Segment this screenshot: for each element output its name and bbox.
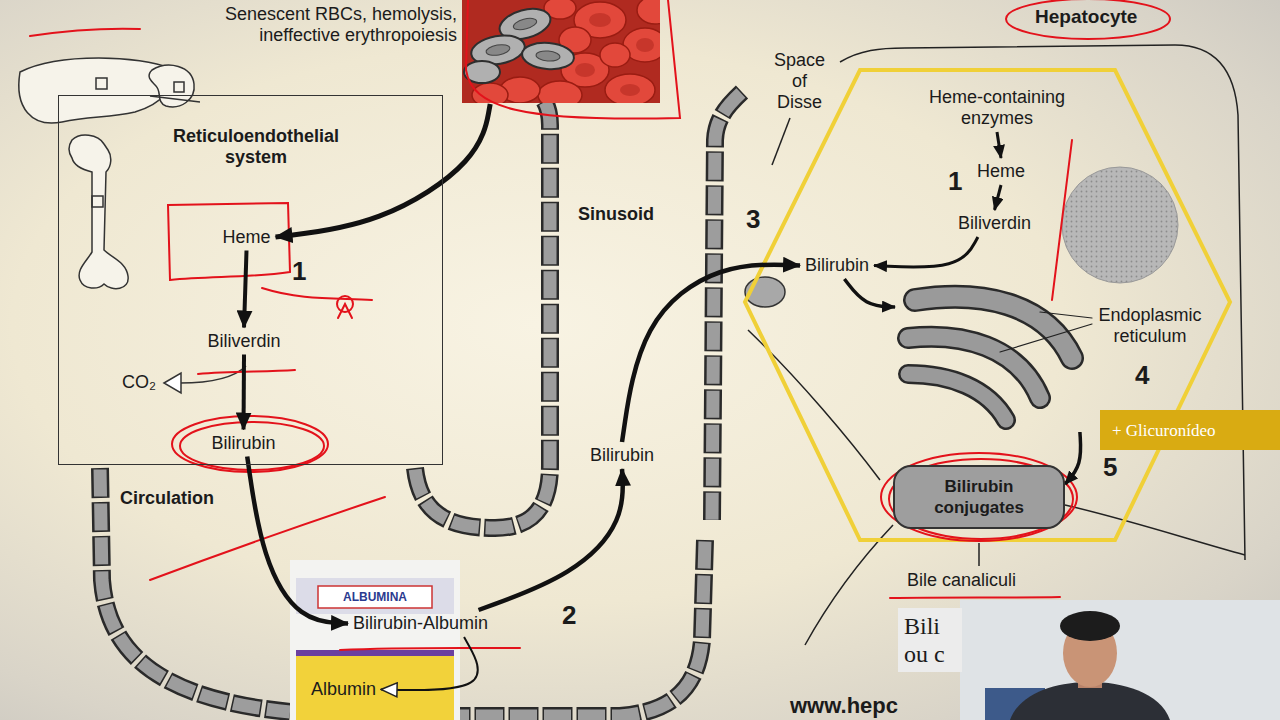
callout-number: 4 [1135, 360, 1149, 390]
flow-arrow [242, 355, 247, 430]
callout-number: 1 [292, 256, 306, 286]
node-heading: Endoplasmic reticulum [1095, 305, 1205, 347]
flow-arrow [381, 637, 478, 690]
flow-arrow [995, 185, 1001, 210]
nucleus [1062, 167, 1178, 283]
node-text: Albumin [311, 679, 376, 700]
pen-annotations [30, 0, 1170, 650]
organ-icons [19, 58, 200, 289]
flow-arrow [479, 469, 623, 610]
structure-label: Bile canaliculi [907, 570, 1016, 591]
flow-arrow [244, 251, 246, 328]
pathway-step: Bilirubin [585, 442, 659, 469]
albumin-photo [290, 560, 460, 720]
by-product-label: CO₂ [122, 372, 156, 393]
node-heading: Reticuloendothelial system [141, 126, 371, 168]
er-membranes [908, 297, 1092, 420]
flow-arrow [874, 237, 978, 267]
flow-arrow [1065, 432, 1081, 484]
node-heading: Hepatocyte [1035, 6, 1280, 27]
region-label: Space of Disse [772, 50, 827, 113]
watermark: www.hepc [790, 694, 898, 718]
flow-arrow [844, 279, 895, 307]
node-heading: Bilirubin conjugates [903, 476, 1055, 518]
callout-number: 5 [1103, 452, 1117, 482]
cell-region: HepatocyteHeme-containing enzymesHemeBil… [745, 0, 1280, 560]
section-label: Circulation [120, 488, 214, 509]
source-label: Senescent RBCs, hemolysis, ineffective e… [205, 0, 665, 104]
node-text: Biliverdin [208, 331, 281, 352]
annotation-banner: + Glicuronídeo [1100, 410, 1280, 450]
pathway-step: Biliverdin [203, 328, 286, 355]
pathway-step: Bilirubin-Albumin [348, 610, 493, 637]
conjugate-blob: Bilirubin conjugates [893, 465, 1065, 529]
section-label: Sinusoid [578, 204, 654, 225]
node-text: Bilirubin [590, 445, 654, 466]
pathway-step: Heme-containing enzymes [912, 84, 1082, 132]
package-label: ALBUMINA [325, 589, 425, 605]
pathway-step: Bilirubin [207, 430, 281, 457]
rbc-photo [462, 0, 660, 103]
pathway-step: Heme [218, 224, 276, 251]
node-text: Heme-containing enzymes [917, 87, 1077, 129]
albumin-label: Albumin [306, 676, 381, 703]
pathway-step: Heme [972, 158, 1030, 185]
hepatocyte-outline [748, 45, 1245, 645]
node-text: Heme [977, 161, 1025, 182]
node-heading: + Glicuronídeo [1112, 420, 1216, 441]
node-text: Biliverdin [958, 213, 1031, 234]
webcam-picture [960, 600, 1280, 720]
callout-number: 3 [746, 204, 760, 234]
vessel-wall [100, 92, 742, 716]
node-text: Bilirubin-Albumin [353, 613, 488, 634]
flow-arrow [247, 457, 348, 624]
callout-number: 1 [948, 166, 962, 196]
flow-arrow [276, 104, 491, 237]
flow-arrow [622, 265, 800, 442]
flow-arrow [997, 132, 1001, 158]
organ-system-box: Reticuloendothelial systemHemeBiliverdin… [58, 95, 443, 465]
pathway-step: Biliverdin [953, 210, 1036, 237]
node-heading: Senescent RBCs, hemolysis, ineffective e… [205, 4, 457, 46]
node-text: Bilirubin [805, 255, 869, 276]
co2-arrow [164, 366, 246, 393]
node-text: Bilirubin [212, 433, 276, 454]
slide-text-box: Bili ou c [898, 608, 962, 672]
callout-number: 2 [562, 600, 576, 630]
node-text: Heme [223, 227, 271, 248]
pathway-step: Bilirubin [800, 252, 874, 279]
highlight-hexagon [745, 70, 1230, 540]
node-heading: Bili ou c [904, 612, 956, 668]
